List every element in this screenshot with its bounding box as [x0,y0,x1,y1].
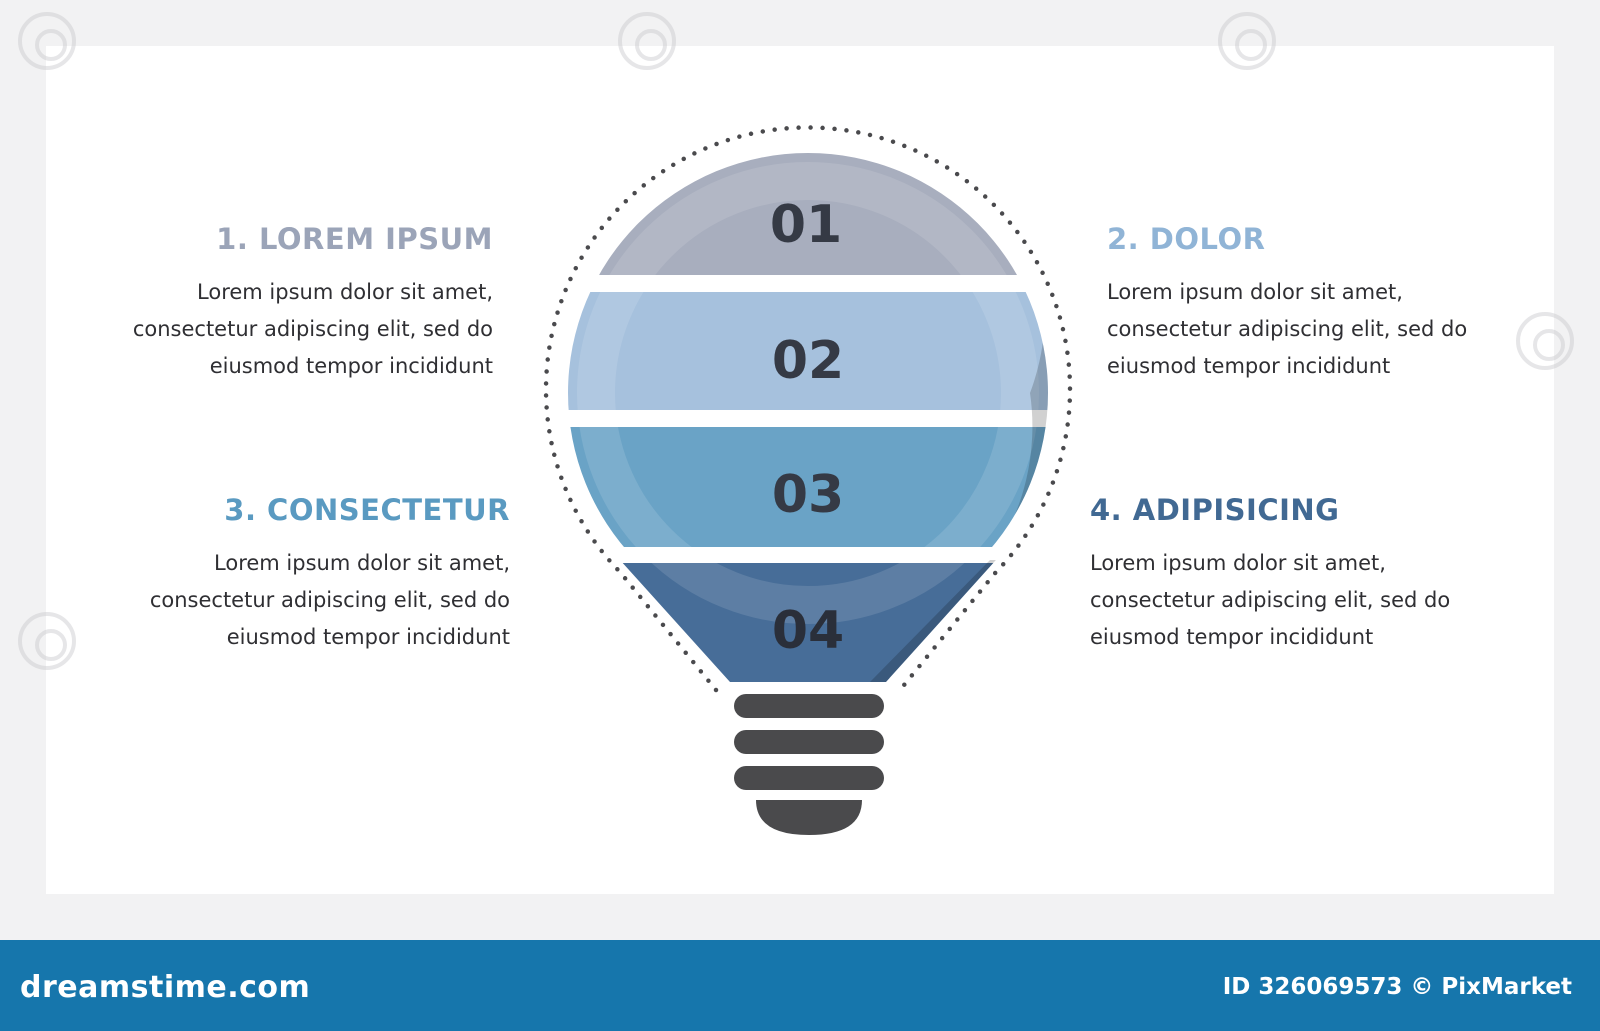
watermark-icon [18,12,76,70]
step-1-block: 1. LOREM IPSUM Lorem ipsum dolor sit ame… [93,222,493,385]
step-4-title: 4. ADIPISICING [1090,493,1340,527]
step-3-title: 3. CONSECTETUR [224,493,510,527]
brand-logo: dreamstime.com [20,970,311,1005]
segment-number-03: 03 [772,465,844,525]
image-id-credit: ID 326069573 © PixMarket [1222,974,1572,1000]
segment-number-04: 04 [772,601,844,661]
step-2-line-3: eiusmod tempor incididunt [1107,354,1391,378]
step-2-block: 2. DOLOR Lorem ipsum dolor sit amet, con… [1107,222,1507,385]
step-1-title: 1. LOREM IPSUM [216,222,493,256]
watermark-footer-bar: dreamstime.com ID 326069573 © PixMarket [0,940,1600,1031]
step-1-description: Lorem ipsum dolor sit amet, consectetur … [93,274,493,385]
base-cap [756,800,862,835]
step-4-block: 4. ADIPISICING Lorem ipsum dolor sit ame… [1090,493,1490,656]
step-4-line-2: consectetur adipiscing elit, sed do [1090,588,1451,612]
watermark-icon [618,12,676,70]
base-ring-3 [734,766,884,790]
step-2-title: 2. DOLOR [1107,222,1266,256]
step-3-line-1: Lorem ipsum dolor sit amet, [214,551,510,575]
step-3-line-2: consectetur adipiscing elit, sed do [149,588,510,612]
base-ring-1 [734,694,884,718]
step-2-description: Lorem ipsum dolor sit amet, consectetur … [1107,274,1507,385]
lightbulb-diagram: 01 02 03 04 [543,125,1073,835]
step-1-line-3: eiusmod tempor incididunt [209,354,493,378]
step-4-description: Lorem ipsum dolor sit amet, consectetur … [1090,545,1490,656]
segment-03 [568,427,1048,547]
step-4-line-3: eiusmod tempor incididunt [1090,625,1374,649]
step-2-line-1: Lorem ipsum dolor sit amet, [1107,280,1403,304]
step-3-block: 3. CONSECTETUR Lorem ipsum dolor sit ame… [110,493,510,656]
bulb-highlight [577,162,1039,624]
watermark-icon [1516,312,1574,370]
watermark-icon [18,612,76,670]
step-1-line-2: consectetur adipiscing elit, sed do [132,317,493,341]
watermark-icon [1218,12,1276,70]
step-4-line-1: Lorem ipsum dolor sit amet, [1090,551,1386,575]
segment-number-02: 02 [772,331,844,391]
segment-02 [568,292,1048,410]
segment-number-01: 01 [770,195,842,255]
bulb-base [734,694,884,835]
step-2-line-2: consectetur adipiscing elit, sed do [1107,317,1468,341]
step-3-description: Lorem ipsum dolor sit amet, consectetur … [110,545,510,656]
step-3-line-3: eiusmod tempor incididunt [226,625,510,649]
base-ring-2 [734,730,884,754]
step-1-line-1: Lorem ipsum dolor sit amet, [197,280,493,304]
